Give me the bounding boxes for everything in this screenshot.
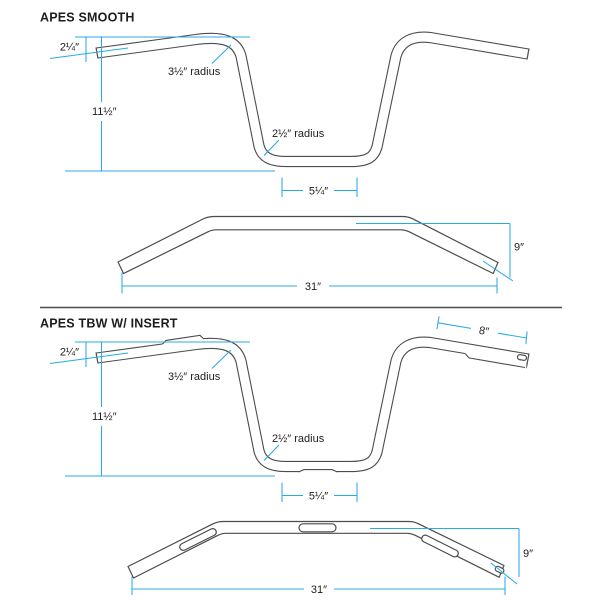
handlebar-front-outline <box>96 31 529 168</box>
apes-tbw-top-view: 9″ 31″ <box>127 520 533 596</box>
left-arm-insert-slot <box>179 528 217 551</box>
grip-end-left <box>95 47 99 59</box>
dim-base-width-label: 5¼″ <box>309 186 328 198</box>
dim-height-label: 11½″ <box>92 411 117 423</box>
handlebar-front-outline <box>96 336 529 473</box>
dim-rise-label: 2¼″ <box>60 347 79 359</box>
radius-top-label: 3½″ radius <box>168 371 221 383</box>
grip-end-crossline <box>482 260 514 282</box>
bottom-radius-leader <box>263 139 280 156</box>
grip-axis-line <box>49 47 129 60</box>
dim-rise-label: 2¼″ <box>60 42 79 54</box>
apes-tbw-front-dimensions: 2¼″ 11½″ 3½″ radius 2½″ radius 5¼″ 8″ <box>49 316 528 503</box>
bottom-radius-leader <box>263 444 280 461</box>
top-radius-leader <box>211 44 232 64</box>
grip-end-left <box>95 352 99 364</box>
handlebar-front-fill <box>96 337 529 471</box>
radius-top-label: 3½″ radius <box>168 66 221 78</box>
slot <box>179 528 217 551</box>
handlebar-front-fill <box>96 32 529 166</box>
slot <box>421 534 459 558</box>
bottom-notch-cover <box>299 470 337 474</box>
grip-end-right <box>525 353 530 369</box>
dim-base-width-label: 5¼″ <box>309 491 328 503</box>
apes-smooth-front-view <box>95 31 530 168</box>
dim-grip-length-label: 8″ <box>478 325 490 339</box>
apes-smooth-front-dimensions: 2¼″ 11½″ 3½″ radius 2½″ radius 5¼″ <box>49 36 358 198</box>
apes-tbw-front-view <box>95 334 530 474</box>
right-grip-insert-step <box>465 353 526 369</box>
grip-end-right <box>526 48 530 60</box>
right-grip-end-notch <box>516 354 528 361</box>
dim-height-label: 11½″ <box>92 106 117 118</box>
radius-bottom-label: 2½″ radius <box>272 128 325 140</box>
grip-length-line-right <box>497 332 527 339</box>
grip-length-tick-right <box>525 331 528 345</box>
dim-pullback-label: 9″ <box>523 548 533 560</box>
handlebar-top-outline <box>117 215 499 275</box>
end-notch-slot <box>516 354 528 361</box>
grip-end-crossline <box>490 562 518 585</box>
section-title-apes-tbw: APES TBW W/ INSERT <box>40 317 178 331</box>
bottom-crossbar-notch <box>298 469 338 473</box>
right-arm-insert-slot <box>421 534 459 558</box>
top-radius-leader <box>211 349 232 369</box>
grip-length-line-left <box>437 322 472 329</box>
dim-width-label: 31″ <box>305 281 321 293</box>
dim-pullback-label: 9″ <box>514 242 524 254</box>
section-title-apes-smooth: APES SMOOTH <box>40 11 135 25</box>
left-insert-cover <box>162 335 203 346</box>
grip-axis-line <box>49 352 129 365</box>
handlebar-top-outline <box>127 520 505 579</box>
center-insert-slot <box>298 523 337 533</box>
apes-smooth-top-view: 9″ 31″ <box>117 215 524 294</box>
dim-width-label: 31″ <box>311 584 327 596</box>
right-insert-cover <box>465 352 527 369</box>
radius-bottom-label: 2½″ radius <box>272 433 325 445</box>
